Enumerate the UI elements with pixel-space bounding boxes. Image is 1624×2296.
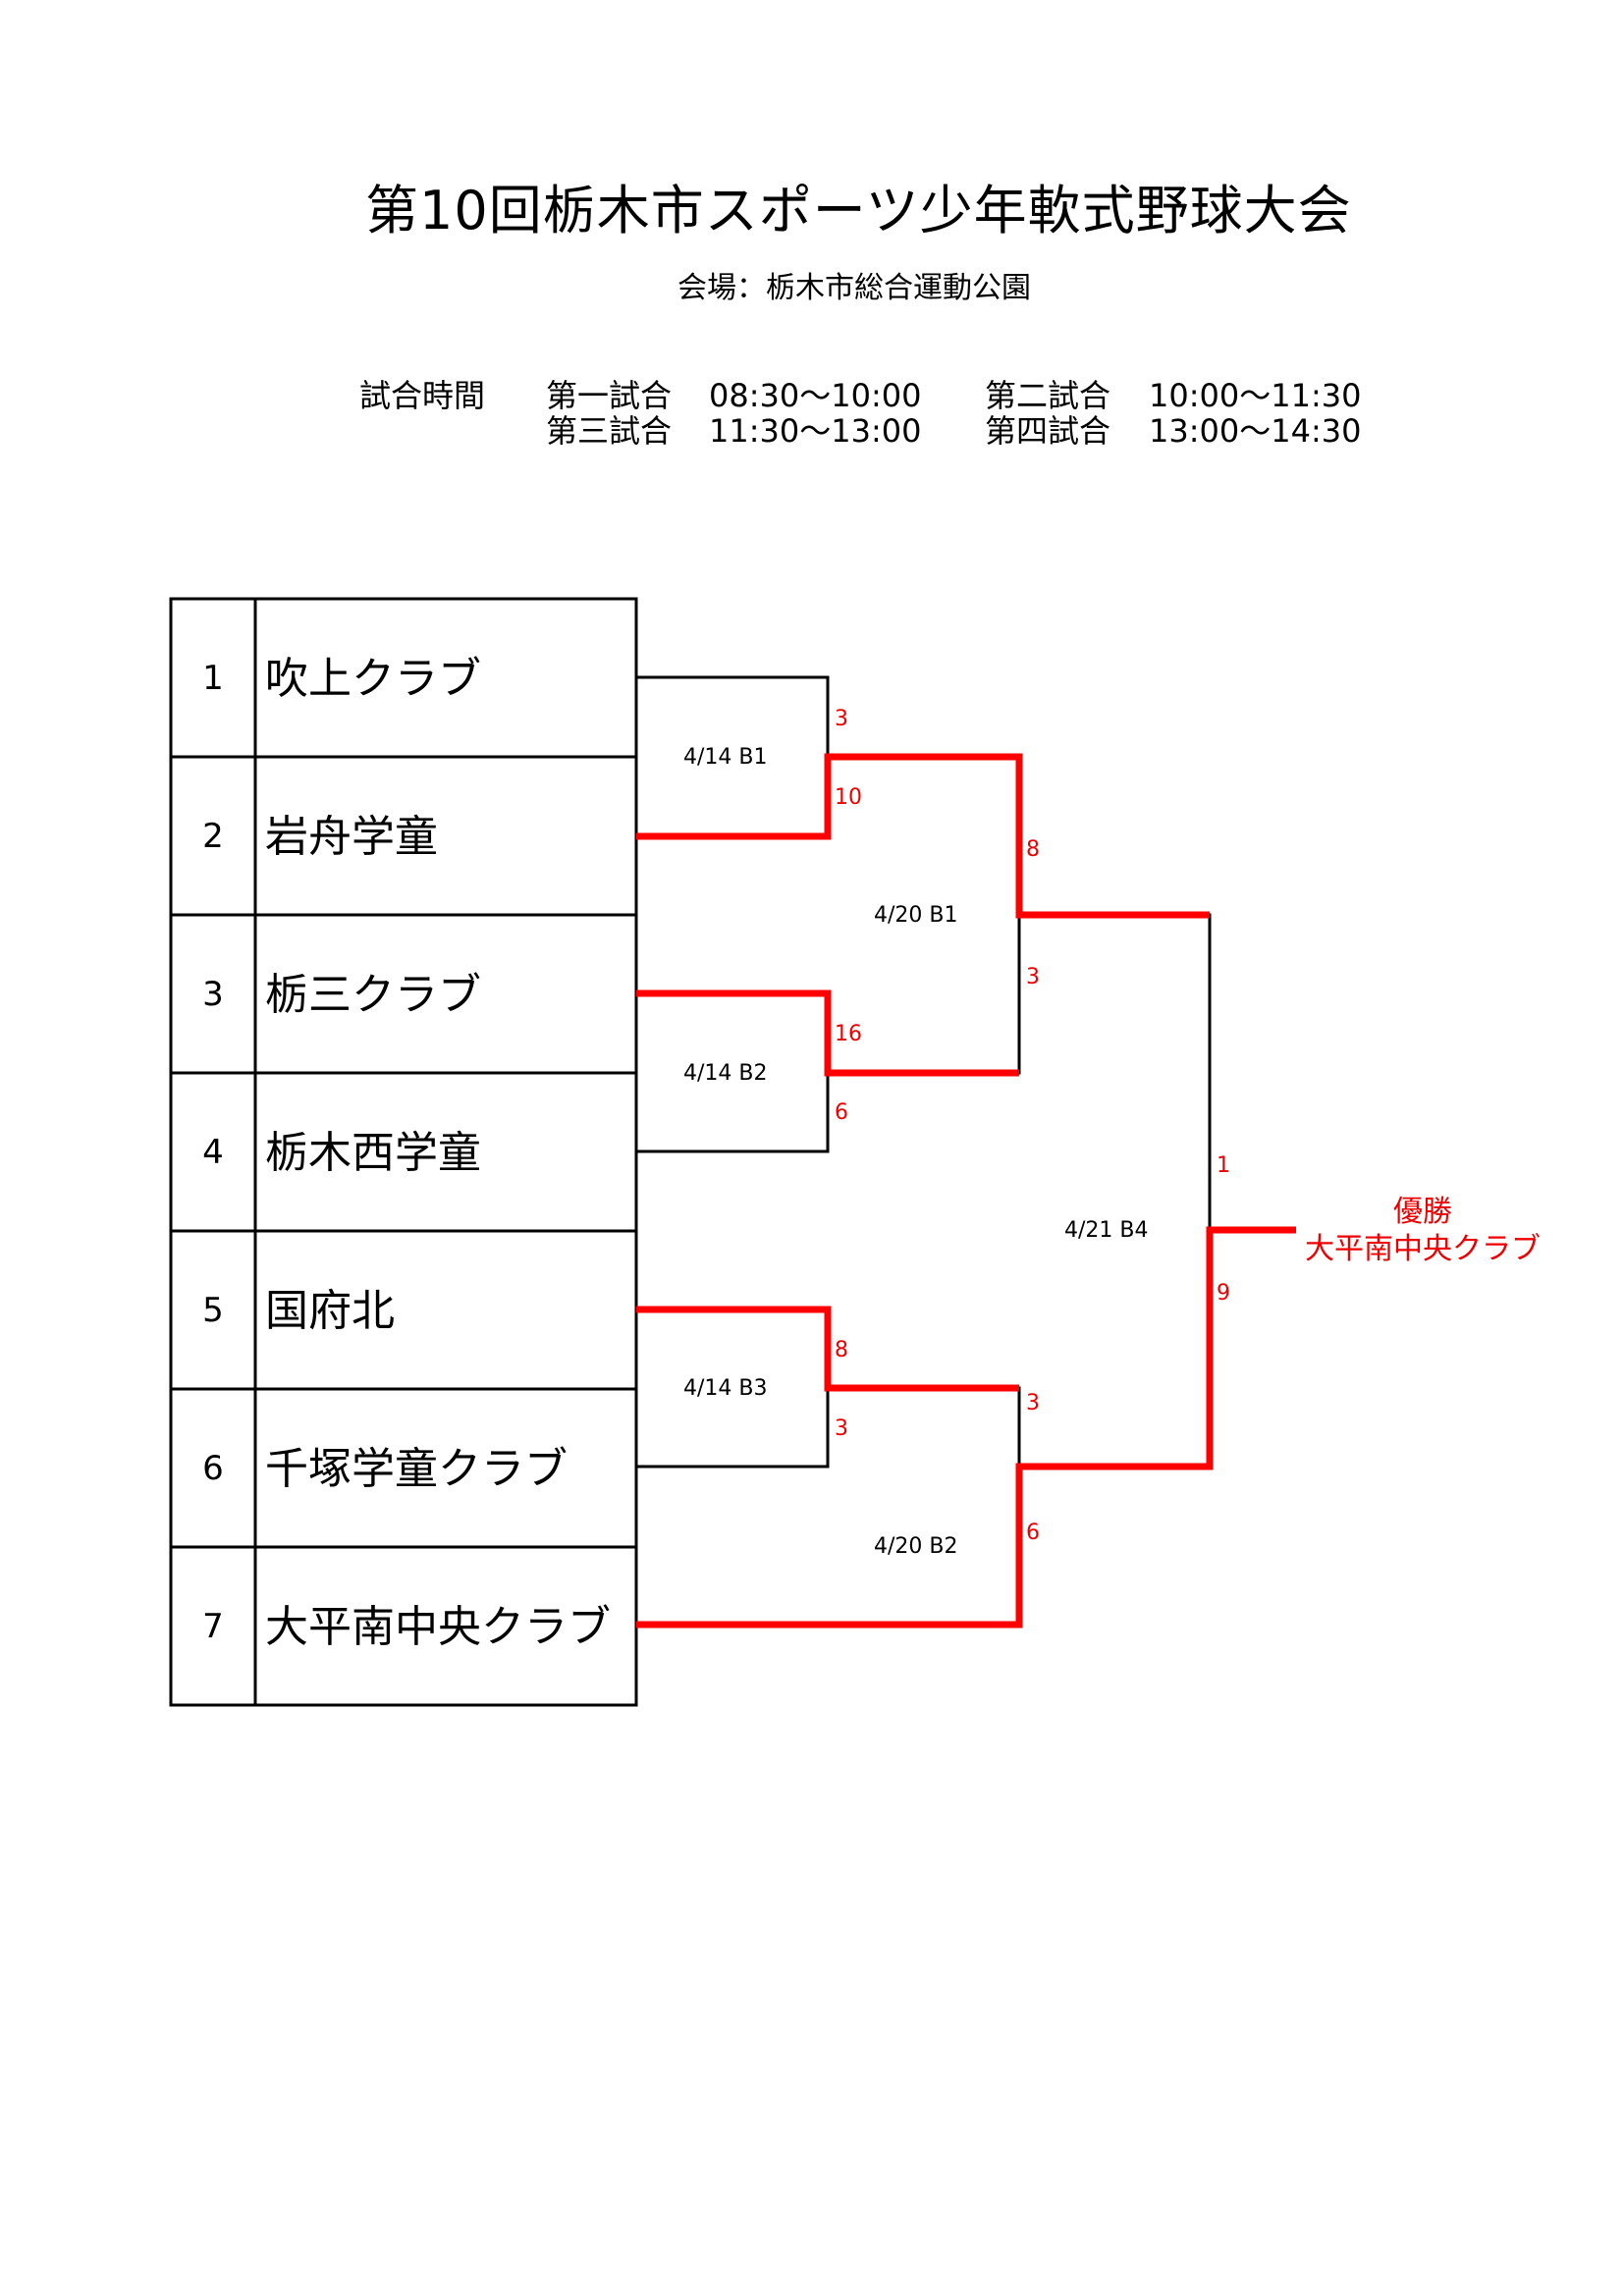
game-3-time: 11:30〜13:00 [709,412,922,450]
score: 6 [835,1100,848,1125]
team-row: 6 千塚学童クラブ [202,1444,568,1494]
game-1-name: 第一試合 [546,377,673,414]
score: 16 [835,1022,862,1046]
match-label: 4/20 B1 [874,903,958,928]
team-name: 千塚学童クラブ [265,1444,568,1494]
team-name: 栃木西学童 [265,1128,481,1178]
team-number: 5 [202,1291,224,1330]
page-title: 第10回栃木市スポーツ少年軟式野球大会 [365,180,1352,241]
game-2-time: 10:00〜11:30 [1149,377,1362,414]
team-row: 3 栃三クラブ [202,970,481,1020]
team-number: 7 [202,1607,224,1646]
win-line-team-7 [636,1226,1296,1629]
team-number: 4 [202,1133,224,1172]
team-number: 2 [202,817,224,856]
line-r2-b1-bottom [828,915,1021,1075]
team-row: 5 国府北 [202,1286,395,1336]
winner-lines [636,753,1296,1629]
game-4-time: 13:00〜14:30 [1149,412,1362,450]
team-number: 6 [202,1449,224,1488]
game-2-name: 第二試合 [985,377,1111,414]
match-label: 4/21 B4 [1064,1218,1149,1243]
venue-text: 会場：栃木市総合運動公園 [677,271,1031,305]
score: 8 [1026,837,1040,862]
champion-name: 大平南中央クラブ [1305,1232,1541,1266]
team-name: 吹上クラブ [265,654,481,704]
score: 9 [1217,1281,1230,1306]
team-row: 4 栃木西学童 [202,1128,481,1178]
team-name: 岩舟学童 [265,812,438,862]
team-number: 1 [202,659,224,698]
match-label: 4/14 B1 [683,745,768,770]
line-team-6 [636,1388,830,1468]
line-final-top [1019,913,1212,1230]
match-label: 4/20 B2 [874,1534,958,1559]
team-number: 3 [202,975,224,1014]
match-label: 4/14 B3 [683,1376,768,1401]
win-line-team-2 [636,753,1210,919]
score: 1 [1217,1153,1230,1178]
game-1-time: 08:30〜10:00 [709,377,922,414]
line-team-4 [636,1073,830,1153]
line-team-1 [636,675,830,757]
game-3-name: 第三試合 [546,412,673,450]
score: 3 [835,1416,848,1441]
win-line-team-3 [636,989,1019,1077]
score: 8 [835,1338,848,1362]
team-name: 国府北 [265,1286,395,1336]
score: 10 [835,785,862,810]
game-4-name: 第四試合 [985,412,1111,450]
win-line-team-5 [636,1306,1019,1392]
score: 6 [1026,1521,1040,1545]
team-row: 2 岩舟学童 [202,812,438,862]
schedule-label: 試合時間 [359,377,486,414]
team-row: 1 吹上クラブ [202,654,481,704]
team-name: 栃三クラブ [265,970,481,1020]
score: 3 [1026,965,1040,989]
line-r2-b2-top [828,1386,1021,1467]
score: 3 [835,707,848,731]
champion-label: 優勝 [1393,1195,1452,1229]
team-name: 大平南中央クラブ [265,1602,611,1652]
team-row: 7 大平南中央クラブ [202,1602,611,1652]
score: 3 [1026,1391,1040,1415]
match-label: 4/14 B2 [683,1061,768,1086]
